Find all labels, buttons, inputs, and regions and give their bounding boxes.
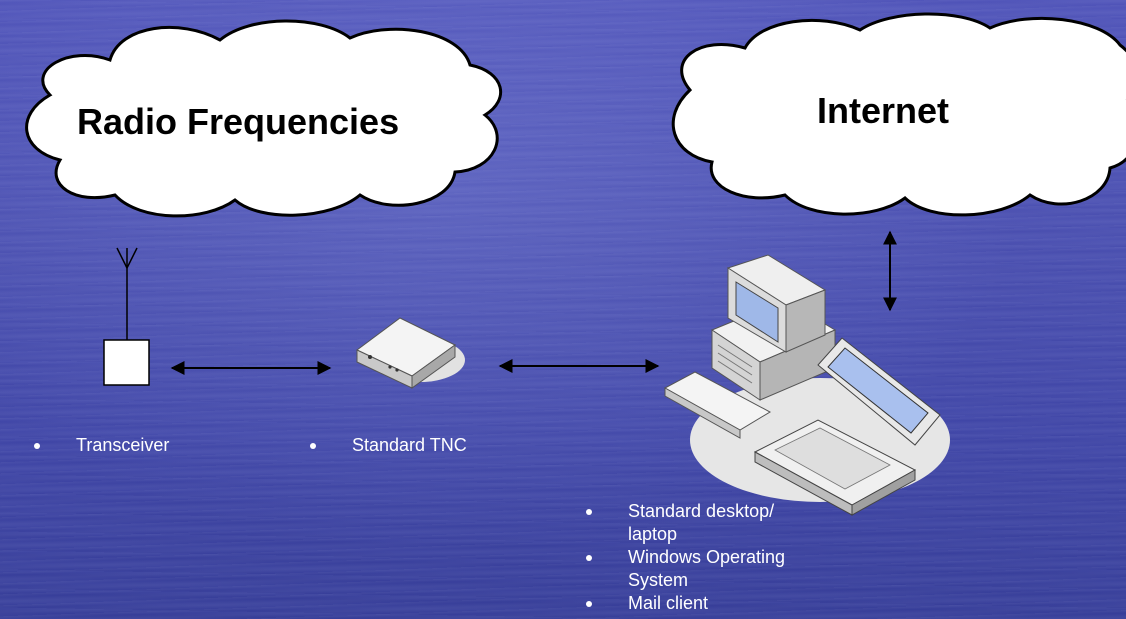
tnc-label: Standard TNC <box>306 434 467 457</box>
transceiver-box <box>103 339 150 386</box>
radio-cloud-shape <box>25 19 503 218</box>
antenna-icon <box>116 247 138 340</box>
radio-frequencies-label: Radio Frequencies <box>77 101 400 142</box>
list-item: Windows Operating System <box>582 546 792 592</box>
list-item: Standard desktop/ laptop <box>582 500 792 546</box>
tnc-device-icon <box>356 317 465 389</box>
tnc-list: Standard TNC <box>306 434 467 457</box>
internet-label: Internet <box>817 90 950 131</box>
transceiver-list: Transceiver <box>30 434 169 457</box>
internet-cloud-shape <box>671 12 1126 217</box>
list-item: Mail client <box>582 592 792 615</box>
computer-feature-list: Standard desktop/ laptop Windows Operati… <box>582 500 792 615</box>
transceiver-label: Transceiver <box>30 434 169 457</box>
computer-icon <box>663 254 950 516</box>
